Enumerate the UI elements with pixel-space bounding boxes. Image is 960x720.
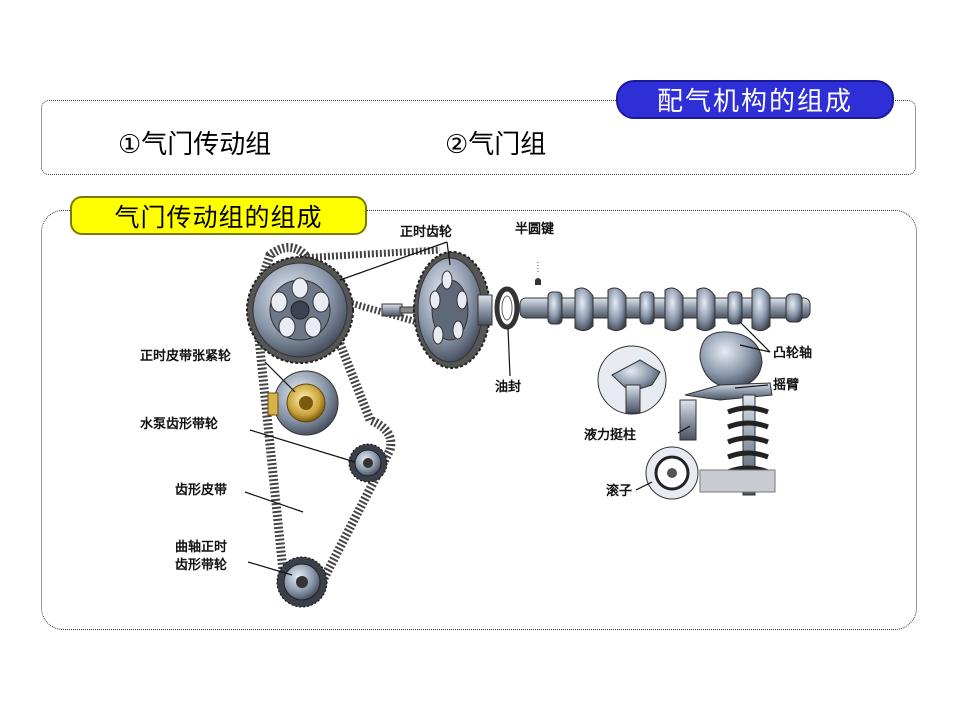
- components-box: [41, 100, 916, 175]
- water-pump-pulley: [348, 443, 388, 483]
- label-timing-gear: 正时齿轮: [400, 224, 452, 240]
- item-valve-train: ①气门传动组: [118, 130, 272, 160]
- label-oil-seal: 油封: [495, 379, 521, 395]
- item-valve-group: ②气门组: [445, 130, 547, 160]
- belt-tensioner: [267, 370, 339, 436]
- label-roller: 滚子: [606, 483, 632, 499]
- label-woodruff-key: 半圆键: [515, 221, 554, 237]
- roller-inset: [645, 446, 699, 500]
- page-title: 配气机构的组成: [656, 87, 853, 117]
- label-water-pump-pulley: 水泵齿形带轮: [140, 416, 218, 432]
- camshaft-sprocket-left: [246, 256, 354, 364]
- diagram-box: [41, 210, 917, 630]
- leader-lines: [244, 241, 771, 576]
- label-hydraulic-tappet: 液力挺柱: [584, 427, 636, 443]
- timing-gear: [413, 251, 493, 369]
- crankshaft-pulley: [276, 556, 328, 608]
- label-toothed-belt: 齿形皮带: [175, 482, 227, 498]
- label-rocker-arm: 摇臂: [773, 377, 799, 393]
- sprocket-bolt: [381, 303, 415, 317]
- toothed-belt: [250, 243, 446, 607]
- section-title: 气门传动组的组成: [114, 202, 323, 232]
- hydraulic-tappet-inset: [597, 345, 667, 415]
- label-belt-tensioner: 正时皮带张紧轮: [140, 348, 231, 364]
- camshaft: [519, 287, 811, 332]
- label-crank-pulley-line2: 齿形带轮: [175, 557, 227, 573]
- section-title-badge: 气门传动组的组成: [70, 196, 367, 235]
- label-camshaft: 凸轮轴: [773, 345, 812, 361]
- woodruff-key: [535, 262, 541, 285]
- oil-seal: [494, 286, 520, 330]
- page-title-badge: 配气机构的组成: [616, 80, 894, 119]
- label-crank-pulley-line1: 曲轴正时: [175, 539, 227, 555]
